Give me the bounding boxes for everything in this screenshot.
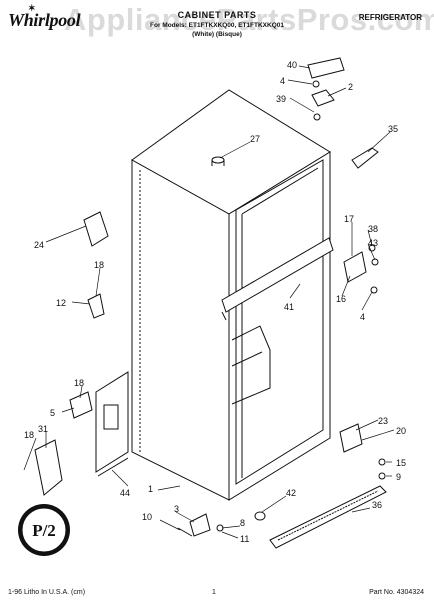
callout: 4 bbox=[280, 76, 285, 86]
callout: 12 bbox=[56, 298, 66, 308]
callout: 44 bbox=[120, 488, 130, 498]
callout: 18 bbox=[94, 260, 104, 270]
badge-label: P/2 bbox=[32, 521, 56, 540]
callout: 36 bbox=[372, 500, 382, 510]
category-label: REFRIGERATOR bbox=[358, 13, 422, 22]
footer-page: 1 bbox=[212, 589, 216, 596]
callout: 18 bbox=[24, 430, 34, 440]
callout: 9 bbox=[396, 472, 401, 482]
callout: 27 bbox=[250, 134, 260, 144]
callout: 8 bbox=[240, 518, 245, 528]
color-line: (White) (Bisque) bbox=[192, 31, 242, 38]
callout: 2 bbox=[348, 82, 353, 92]
footer-part-number: Part No. 4304324 bbox=[369, 589, 424, 596]
callout: 20 bbox=[396, 426, 406, 436]
callout: 16 bbox=[336, 294, 346, 304]
part-bolt-9 bbox=[378, 472, 386, 480]
callout-labels: 40 4 2 39 27 35 24 17 38 43 18 12 41 16 … bbox=[24, 60, 406, 544]
callout: 35 bbox=[388, 124, 398, 134]
callout: 10 bbox=[142, 512, 152, 522]
watermark: AppliancePartsPros.com bbox=[64, 2, 434, 37]
part-door-stop bbox=[83, 211, 109, 247]
model-line: For Models: ET1FTKXKQ00, ET1FTKXKQ01 bbox=[150, 22, 284, 29]
part-bracket-5 bbox=[69, 391, 93, 419]
callout: 23 bbox=[378, 416, 388, 426]
callout: 42 bbox=[286, 488, 296, 498]
callout: 5 bbox=[50, 408, 55, 418]
callout: 17 bbox=[344, 214, 354, 224]
callout: 38 bbox=[368, 224, 378, 234]
parts-badge: P/2 bbox=[18, 504, 70, 556]
callout: 41 bbox=[284, 302, 294, 312]
brand-logo: ✶ Whirlpool bbox=[8, 3, 81, 31]
callout: 24 bbox=[34, 240, 44, 250]
callout: 40 bbox=[287, 60, 297, 70]
part-toe-grille bbox=[269, 485, 387, 549]
brand-star-icon: ✶ bbox=[28, 3, 36, 13]
page-title: CABINET PARTS bbox=[177, 10, 257, 20]
part-center-hinge bbox=[343, 244, 379, 294]
callout: 31 bbox=[38, 424, 48, 434]
part-hinge-cover bbox=[211, 156, 225, 166]
callout: 39 bbox=[276, 94, 286, 104]
cabinet-body bbox=[131, 89, 334, 501]
part-side-panel bbox=[95, 371, 129, 477]
part-lower-hinge bbox=[339, 423, 363, 453]
footer-litho: 1-96 Litho In U.S.A. (cm) bbox=[8, 589, 86, 596]
callout: 11 bbox=[240, 534, 249, 544]
leader-lines bbox=[23, 65, 395, 539]
part-screw-12 bbox=[87, 293, 105, 319]
part-hinge-pin-cover bbox=[351, 147, 379, 169]
callout: 43 bbox=[368, 238, 378, 248]
part-roller-bracket bbox=[189, 513, 211, 537]
part-grommet-42 bbox=[254, 511, 266, 521]
brand-name: Whirlpool bbox=[8, 10, 81, 30]
part-top-hinge bbox=[307, 57, 345, 121]
callout: 3 bbox=[174, 504, 179, 514]
part-toe-grille-corner bbox=[34, 439, 63, 496]
part-screw-10 bbox=[177, 527, 193, 537]
callout: 15 bbox=[396, 458, 406, 468]
part-washer-15 bbox=[378, 458, 386, 466]
callout: 18 bbox=[74, 378, 84, 388]
callout: 4 bbox=[360, 312, 365, 322]
callout: 1 bbox=[148, 484, 153, 494]
